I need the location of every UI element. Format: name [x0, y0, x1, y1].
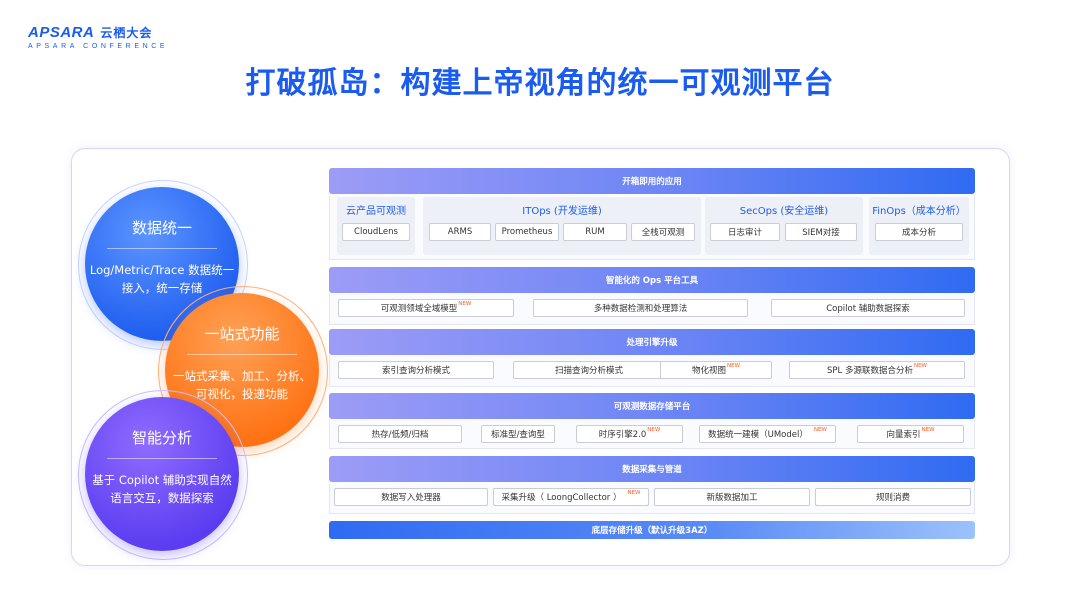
chip-label: 数据统一建模（UModel）: [708, 430, 808, 440]
chip-label: 采集升级（ LoongCollector ）: [501, 493, 622, 503]
new-badge: NEW: [627, 490, 641, 496]
finops-group: FinOps（成本分析） 成本分析: [869, 197, 969, 255]
new-badge: NEW: [458, 301, 472, 307]
engine-layer-header: 处理引擎升级: [329, 329, 975, 355]
chip-label: 时序引擎2.0: [598, 430, 647, 440]
storage-layer-header: 可观测数据存储平台: [329, 393, 975, 419]
log-audit-chip: 日志审计: [710, 223, 780, 241]
smart-analysis-title: 智能分析: [131, 429, 192, 447]
logo-sub: APSARA CONFERENCE: [28, 43, 169, 50]
bottom-storage-band: 底层存储升级（默认升级3AZ）: [329, 521, 975, 539]
rum-chip: RUM: [563, 223, 627, 241]
onestop-body: 一站式采集、加工、分析、可视化，投递功能: [173, 369, 311, 401]
collect-layer-header: 数据采集与管道: [329, 456, 975, 482]
prometheus-chip: Prometheus: [495, 223, 559, 241]
detection-algorithm-chip: 多种数据检测和处理算法: [533, 299, 748, 317]
chip-label: SPL 多源联数据合分析: [827, 366, 913, 376]
new-badge: NEW: [647, 427, 661, 433]
fullstack-chip: 全栈可观测: [631, 223, 695, 241]
data-processing-chip: 新版数据加工: [654, 488, 810, 506]
umodel-chip: 数据统一建模（UModel） NEW: [699, 425, 836, 443]
rule-consume-chip: 规则消费: [815, 488, 971, 506]
secops-group: SecOps (安全运维) 日志审计 SIEM对接: [705, 197, 863, 255]
cloud-observability-group: 云产品可观测 CloudLens: [337, 197, 415, 255]
smart-circle-ring: [78, 390, 248, 560]
page-title: 打破孤岛：构建上帝视角的统一可观测平台: [245, 66, 835, 101]
smart-analysis-body: 基于 Copilot 辅助实现自然语言交互，数据探索: [92, 473, 232, 505]
conference-logo: APSARA 云栖大会 APSARA CONFERENCE: [28, 24, 168, 50]
loongcollector-chip: 采集升级（ LoongCollector ） NEW: [493, 488, 649, 506]
smart-analysis-circle: 智能分析 基于 Copilot 辅助实现自然语言交互，数据探索: [85, 397, 239, 551]
new-badge: NEW: [726, 363, 741, 369]
data-unify-body: Log/Metric/Trace 数据统一接入，统一存储: [89, 263, 235, 295]
data-unify-title: 数据统一: [131, 219, 192, 237]
logo-brand: APSARA: [28, 24, 95, 41]
arms-chip: ARMS: [429, 223, 491, 241]
ops-layer-header: 智能化的 Ops 平台工具: [329, 267, 975, 293]
logo-cn: 云栖大会: [100, 26, 153, 40]
data-writer-chip: 数据写入处理器: [334, 488, 488, 506]
onestop-title: 一站式功能: [204, 325, 280, 343]
copilot-explore-chip: Copilot 辅助数据探索: [771, 299, 965, 317]
group-title: ITOps (开发运维): [522, 206, 602, 217]
tiered-storage-chip: 热存/低频/归档: [338, 425, 462, 443]
siem-chip: SIEM对接: [785, 223, 857, 241]
cost-analysis-chip: 成本分析: [875, 223, 963, 241]
scan-query-chip: 扫描查询分析模式: [513, 361, 665, 379]
group-title: 云产品可观测: [346, 206, 406, 217]
new-badge: NEW: [921, 427, 935, 433]
new-badge: NEW: [813, 427, 827, 433]
index-query-chip: 索引查询分析模式: [338, 361, 494, 379]
cloudlens-chip: CloudLens: [342, 223, 410, 241]
group-title: SecOps (安全运维): [739, 206, 829, 217]
storage-type-chip: 标准型/查询型: [481, 425, 555, 443]
chip-label: 可观测领域全域模型: [380, 304, 458, 314]
chip-label: 向量索引: [886, 430, 921, 440]
apps-layer-header: 开箱即用的应用: [329, 168, 975, 194]
itops-group: ITOps (开发运维) ARMS Prometheus RUM 全栈可观测: [423, 197, 701, 255]
new-badge: NEW: [913, 363, 927, 369]
chip-label: 物化视图: [691, 366, 726, 376]
group-title: FinOps（成本分析）: [872, 206, 966, 217]
